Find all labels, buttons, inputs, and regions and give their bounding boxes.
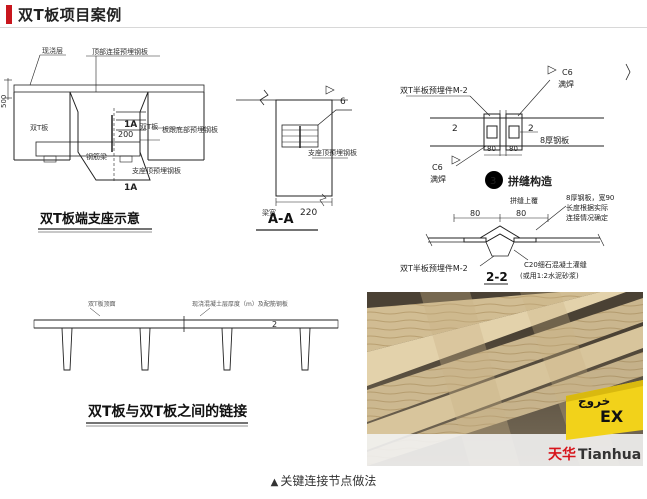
joint-detail-number: 3 [490, 176, 496, 187]
support-dim-500: 500 [0, 95, 8, 108]
aa-weld: 6 [340, 97, 346, 107]
s22-title: 2-2 [486, 270, 508, 284]
support-dim-200: 200 [118, 130, 133, 139]
s22-plate-note-3: 连接情况确定 [566, 213, 608, 222]
beam-body [69, 91, 151, 181]
support-label-gap: 板跟底部预埋钢板 [162, 125, 218, 134]
photo-sign-bottom: EX [600, 407, 624, 426]
joint-detail-title: 拼缝构造 [508, 174, 553, 188]
s22-concrete-1: C20细石混凝土灌缝 [524, 260, 587, 269]
support-title: 双T板端支座示意 [40, 211, 140, 227]
section-title: 双T板项目案例 [18, 6, 122, 24]
aa-title: A-A [268, 212, 294, 227]
joint-dim-80a: 80 [487, 145, 496, 153]
site-photo [367, 292, 643, 466]
joint-plate: 8厚钢板 [540, 135, 569, 145]
brand-cn: 天华 [548, 446, 576, 463]
joint-marker-2a: 2 [452, 124, 458, 134]
aa-embed: 支座顶预埋钢板 [308, 148, 357, 157]
support-label-embed-top: 顶部连接预埋钢板 [92, 47, 148, 56]
support-label-beam: 钢筋梁 [86, 152, 107, 161]
joint-marker-2b: 2 [528, 124, 534, 134]
link-label-slab-mid: 现浇混凝土层厚度（m）及配筋钢板 [192, 300, 288, 308]
joint-weld-top: C6 [562, 68, 573, 77]
aa-beam: 梁宽 [262, 208, 276, 217]
bearing-zone [35, 141, 141, 157]
support-label-embed-bottom: 支座顶预埋钢板 [132, 166, 181, 175]
caption-text: 关键连接节点做法 [280, 474, 377, 488]
joint-weld-left: C6 [432, 163, 443, 172]
support-section-1a-top: 1A [124, 120, 137, 130]
brand-en: Tianhua [578, 447, 641, 463]
header-accent-bar [6, 5, 12, 24]
s22-plate-note-1: 8厚钢板，宽90 [566, 193, 614, 202]
joint-dim-80b: 80 [509, 145, 518, 153]
support-section-1a-bottom: 1A [124, 183, 137, 193]
s22-gap-top: 拼缝上覆 [510, 196, 538, 205]
s22-embed: 双T半板预埋件M-2 [400, 263, 468, 273]
section-22 [425, 205, 605, 267]
s22-dim-80a: 80 [470, 209, 480, 218]
joint-detail [406, 63, 631, 189]
left-slab-outline [13, 92, 70, 161]
photo-sign-top: خروج [578, 394, 610, 409]
s22-concrete-2: (或用1:2水泥砂浆) [520, 271, 579, 280]
figure-caption: ▲关键连接节点做法 [0, 472, 647, 489]
header-divider [0, 27, 647, 28]
right-slab-outline [148, 92, 205, 161]
s22-dim-80b: 80 [516, 209, 526, 218]
joint-weld-left-note: 满焊 [430, 174, 446, 184]
support-diagram [4, 54, 205, 182]
section-header: 双T板项目案例 [0, 0, 647, 28]
joint-embed-top: 双T半板预埋件M-2 [400, 85, 468, 95]
section-aa [236, 85, 352, 207]
topping-layer [13, 84, 205, 93]
link-marker: 2 [272, 320, 277, 329]
support-label-right-slab: 双T板 [140, 122, 158, 131]
aa-dim-220: 220 [300, 208, 317, 218]
link-title: 双T板与双T板之间的链接 [88, 403, 247, 420]
triangle-icon: ▲ [270, 477, 279, 488]
support-label-left-slab: 双T板 [30, 123, 48, 132]
s22-plate-note-2: 长度根据实际 [566, 203, 608, 212]
link-label-slab-left: 双T板顶面 [88, 300, 116, 308]
drawing-figure: 现浇层 顶部连接预埋钢板 双T板 双T板 钢筋梁 板跟底部预埋钢板 支座顶预埋钢… [0, 46, 643, 466]
slab-link-diagram [33, 307, 339, 371]
support-label-layer: 现浇层 [42, 46, 63, 55]
joint-weld-top-note: 满焊 [558, 79, 574, 89]
